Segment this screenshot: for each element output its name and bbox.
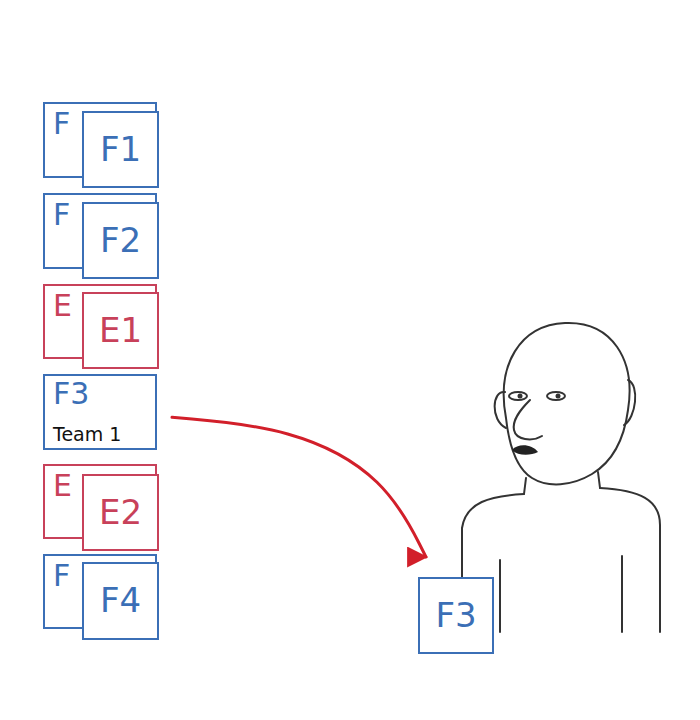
- card-label: E2: [99, 495, 142, 531]
- task-card: E2: [82, 474, 159, 551]
- team-label: Team 1: [53, 425, 149, 445]
- card-label: F1: [100, 132, 141, 168]
- task-card: F3Team 1: [43, 374, 157, 450]
- card-label: E: [53, 468, 72, 503]
- task-card: F2: [82, 202, 159, 279]
- card-label: F2: [100, 223, 141, 259]
- right-eye: [547, 392, 565, 400]
- head-outline: [504, 323, 630, 484]
- neck-right: [598, 472, 600, 488]
- left-arm: [499, 560, 501, 632]
- task-card: E1: [82, 292, 159, 369]
- hand-off-arrow: [172, 417, 426, 557]
- card-label: F3: [435, 598, 476, 634]
- left-pupil: [518, 394, 523, 399]
- task-card: F4: [82, 562, 159, 640]
- nose: [514, 400, 542, 439]
- task-card: F1: [82, 111, 159, 188]
- card-label: F4: [100, 583, 141, 619]
- right-shoulder: [600, 488, 660, 632]
- neck-left: [524, 478, 526, 494]
- card-label: E1: [99, 313, 142, 349]
- card-label: F3: [53, 378, 149, 410]
- left-eye: [509, 392, 527, 400]
- right-ear: [624, 380, 635, 425]
- mustache: [512, 445, 538, 454]
- card-label: F: [53, 197, 70, 232]
- card-label: E: [53, 288, 72, 323]
- right-pupil: [556, 394, 561, 399]
- card-label: F: [53, 106, 70, 141]
- task-card: F3: [418, 577, 494, 654]
- left-ear: [495, 392, 506, 428]
- right-arm: [621, 556, 623, 632]
- card-label: F: [53, 558, 70, 593]
